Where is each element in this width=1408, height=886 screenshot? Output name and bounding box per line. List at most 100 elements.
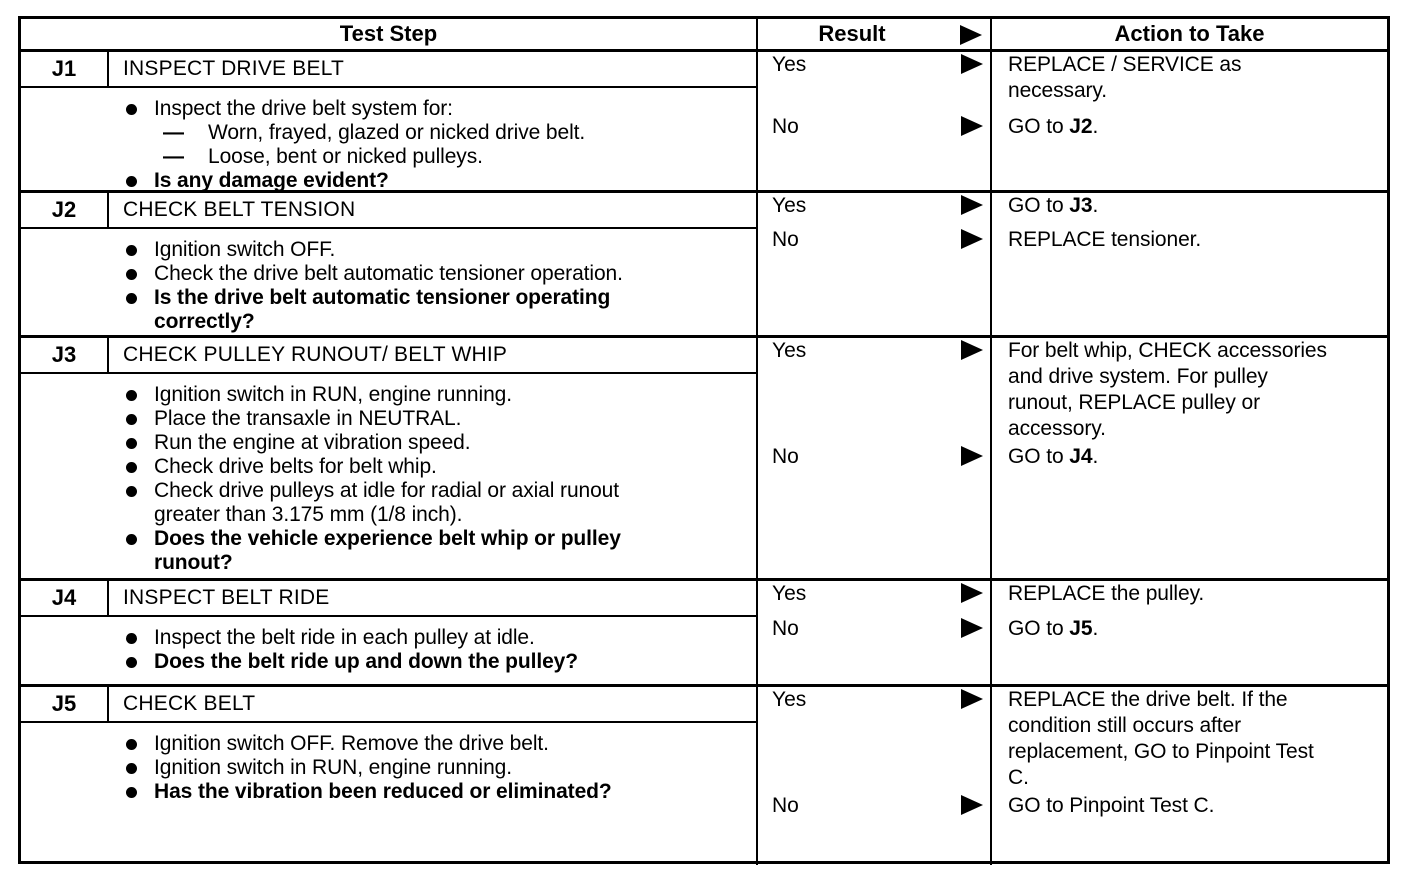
action-text: GO to <box>1008 617 1070 640</box>
result-arrow-icon <box>961 446 983 466</box>
instruction-item: Place the transaxle in NEUTRAL. <box>21 407 756 431</box>
result-cell: Yes <box>758 581 992 607</box>
step-title: INSPECT BELT RIDE <box>123 586 330 609</box>
table-header-row: Test Step Result Action to Take <box>21 19 1387 52</box>
step-id: J2 <box>21 193 109 227</box>
result-arrow-icon <box>961 795 983 815</box>
result-arrow-icon <box>961 229 983 249</box>
action-text: GO to Pinpoint Test C. <box>1008 794 1215 817</box>
instruction-text: Run the engine at vibration speed. <box>154 431 471 454</box>
result-label: No <box>772 228 799 251</box>
instruction-item: Check drive belts for belt whip. <box>21 455 756 479</box>
column-divider <box>990 52 992 190</box>
bullet-icon <box>126 390 137 401</box>
instruction-item: Check drive pulleys at idle for radial o… <box>21 479 756 527</box>
bullet-icon <box>126 534 137 545</box>
instruction-text: Is the drive belt automatic tensioner op… <box>154 286 611 333</box>
bullet-icon <box>126 486 137 497</box>
bullet-icon <box>126 462 137 473</box>
action-text: J5 <box>1069 617 1093 640</box>
instruction-item: Has the vibration been reduced or elimin… <box>21 780 756 804</box>
result-arrow-icon <box>961 195 983 215</box>
instruction-item: Does the belt ride up and down the pulle… <box>21 650 756 674</box>
instruction-text: Is any damage evident? <box>154 169 389 192</box>
bullet-icon <box>126 414 137 425</box>
result-label: No <box>772 115 799 138</box>
result-cell: No <box>758 227 992 253</box>
instruction-text: Check the drive belt automatic tensioner… <box>154 262 623 285</box>
bullet-icon <box>126 739 137 750</box>
result-arrow-icon <box>960 25 982 45</box>
action-text: J3 <box>1069 194 1093 217</box>
bullet-icon <box>126 245 137 256</box>
result-label: Yes <box>772 582 807 605</box>
result-arrow-icon <box>961 116 983 136</box>
action-cell: GO to Pinpoint Test C. <box>992 793 1387 819</box>
outcome-row: No REPLACE tensioner. <box>758 227 1387 253</box>
action-text: GO to <box>1008 194 1070 217</box>
instruction-text: Check drive belts for belt whip. <box>154 455 437 478</box>
result-label: No <box>772 794 799 817</box>
action-cell: GO to J5. <box>992 616 1387 642</box>
action-text: REPLACE the pulley. <box>1008 582 1205 605</box>
result-cell: No <box>758 616 992 642</box>
step-instructions: Ignition switch OFF. Remove the drive be… <box>21 723 756 804</box>
instruction-item: Does the vehicle experience belt whip or… <box>21 527 756 575</box>
action-text: REPLACE the drive belt. If the condition… <box>1008 688 1314 789</box>
instruction-item: Ignition switch OFF. Remove the drive be… <box>21 732 756 756</box>
instruction-text: Ignition switch OFF. <box>154 238 336 261</box>
action-cell: GO to J3. <box>992 193 1387 219</box>
action-text: . <box>1092 617 1099 640</box>
action-cell: REPLACE the pulley. <box>992 581 1387 607</box>
instruction-item: Is any damage evident? <box>21 169 756 192</box>
instruction-sub-item: —Worn, frayed, glazed or nicked drive be… <box>21 121 756 145</box>
instruction-sub-item: —Loose, bent or nicked pulleys. <box>21 145 756 169</box>
result-label: No <box>772 445 799 468</box>
result-arrow-icon <box>961 340 983 360</box>
action-text: REPLACE tensioner. <box>1008 228 1202 251</box>
instruction-text: Worn, frayed, glazed or nicked drive bel… <box>208 121 586 144</box>
bullet-icon <box>126 104 137 115</box>
action-text: J4 <box>1069 445 1093 468</box>
bullet-icon <box>126 438 137 449</box>
instruction-item: Ignition switch in RUN, engine running. <box>21 383 756 407</box>
outcome-row: No GO to J4. <box>758 444 1387 470</box>
action-text: . <box>1092 445 1099 468</box>
bullet-icon <box>126 657 137 668</box>
step-instructions: Ignition switch OFF.Check the drive belt… <box>21 229 756 334</box>
instruction-item: Inspect the belt ride in each pulley at … <box>21 626 756 650</box>
action-cell: GO to J4. <box>992 444 1387 470</box>
action-cell: REPLACE the drive belt. If the condition… <box>992 687 1387 791</box>
column-divider <box>990 338 992 578</box>
instruction-item: Run the engine at vibration speed. <box>21 431 756 455</box>
action-cell: For belt whip, CHECK accessories and dri… <box>992 338 1387 442</box>
action-text: . <box>1092 194 1099 217</box>
bullet-icon <box>126 633 137 644</box>
result-cell: No <box>758 793 992 819</box>
action-text: . <box>1092 115 1099 138</box>
result-arrow-icon <box>961 54 983 74</box>
step-instructions: Ignition switch in RUN, engine running.P… <box>21 374 756 575</box>
instruction-text: Ignition switch in RUN, engine running. <box>154 756 512 779</box>
result-arrow-icon <box>961 689 983 709</box>
instruction-text: Place the transaxle in NEUTRAL. <box>154 407 462 430</box>
action-text: REPLACE / SERVICE as necessary. <box>1008 53 1242 102</box>
